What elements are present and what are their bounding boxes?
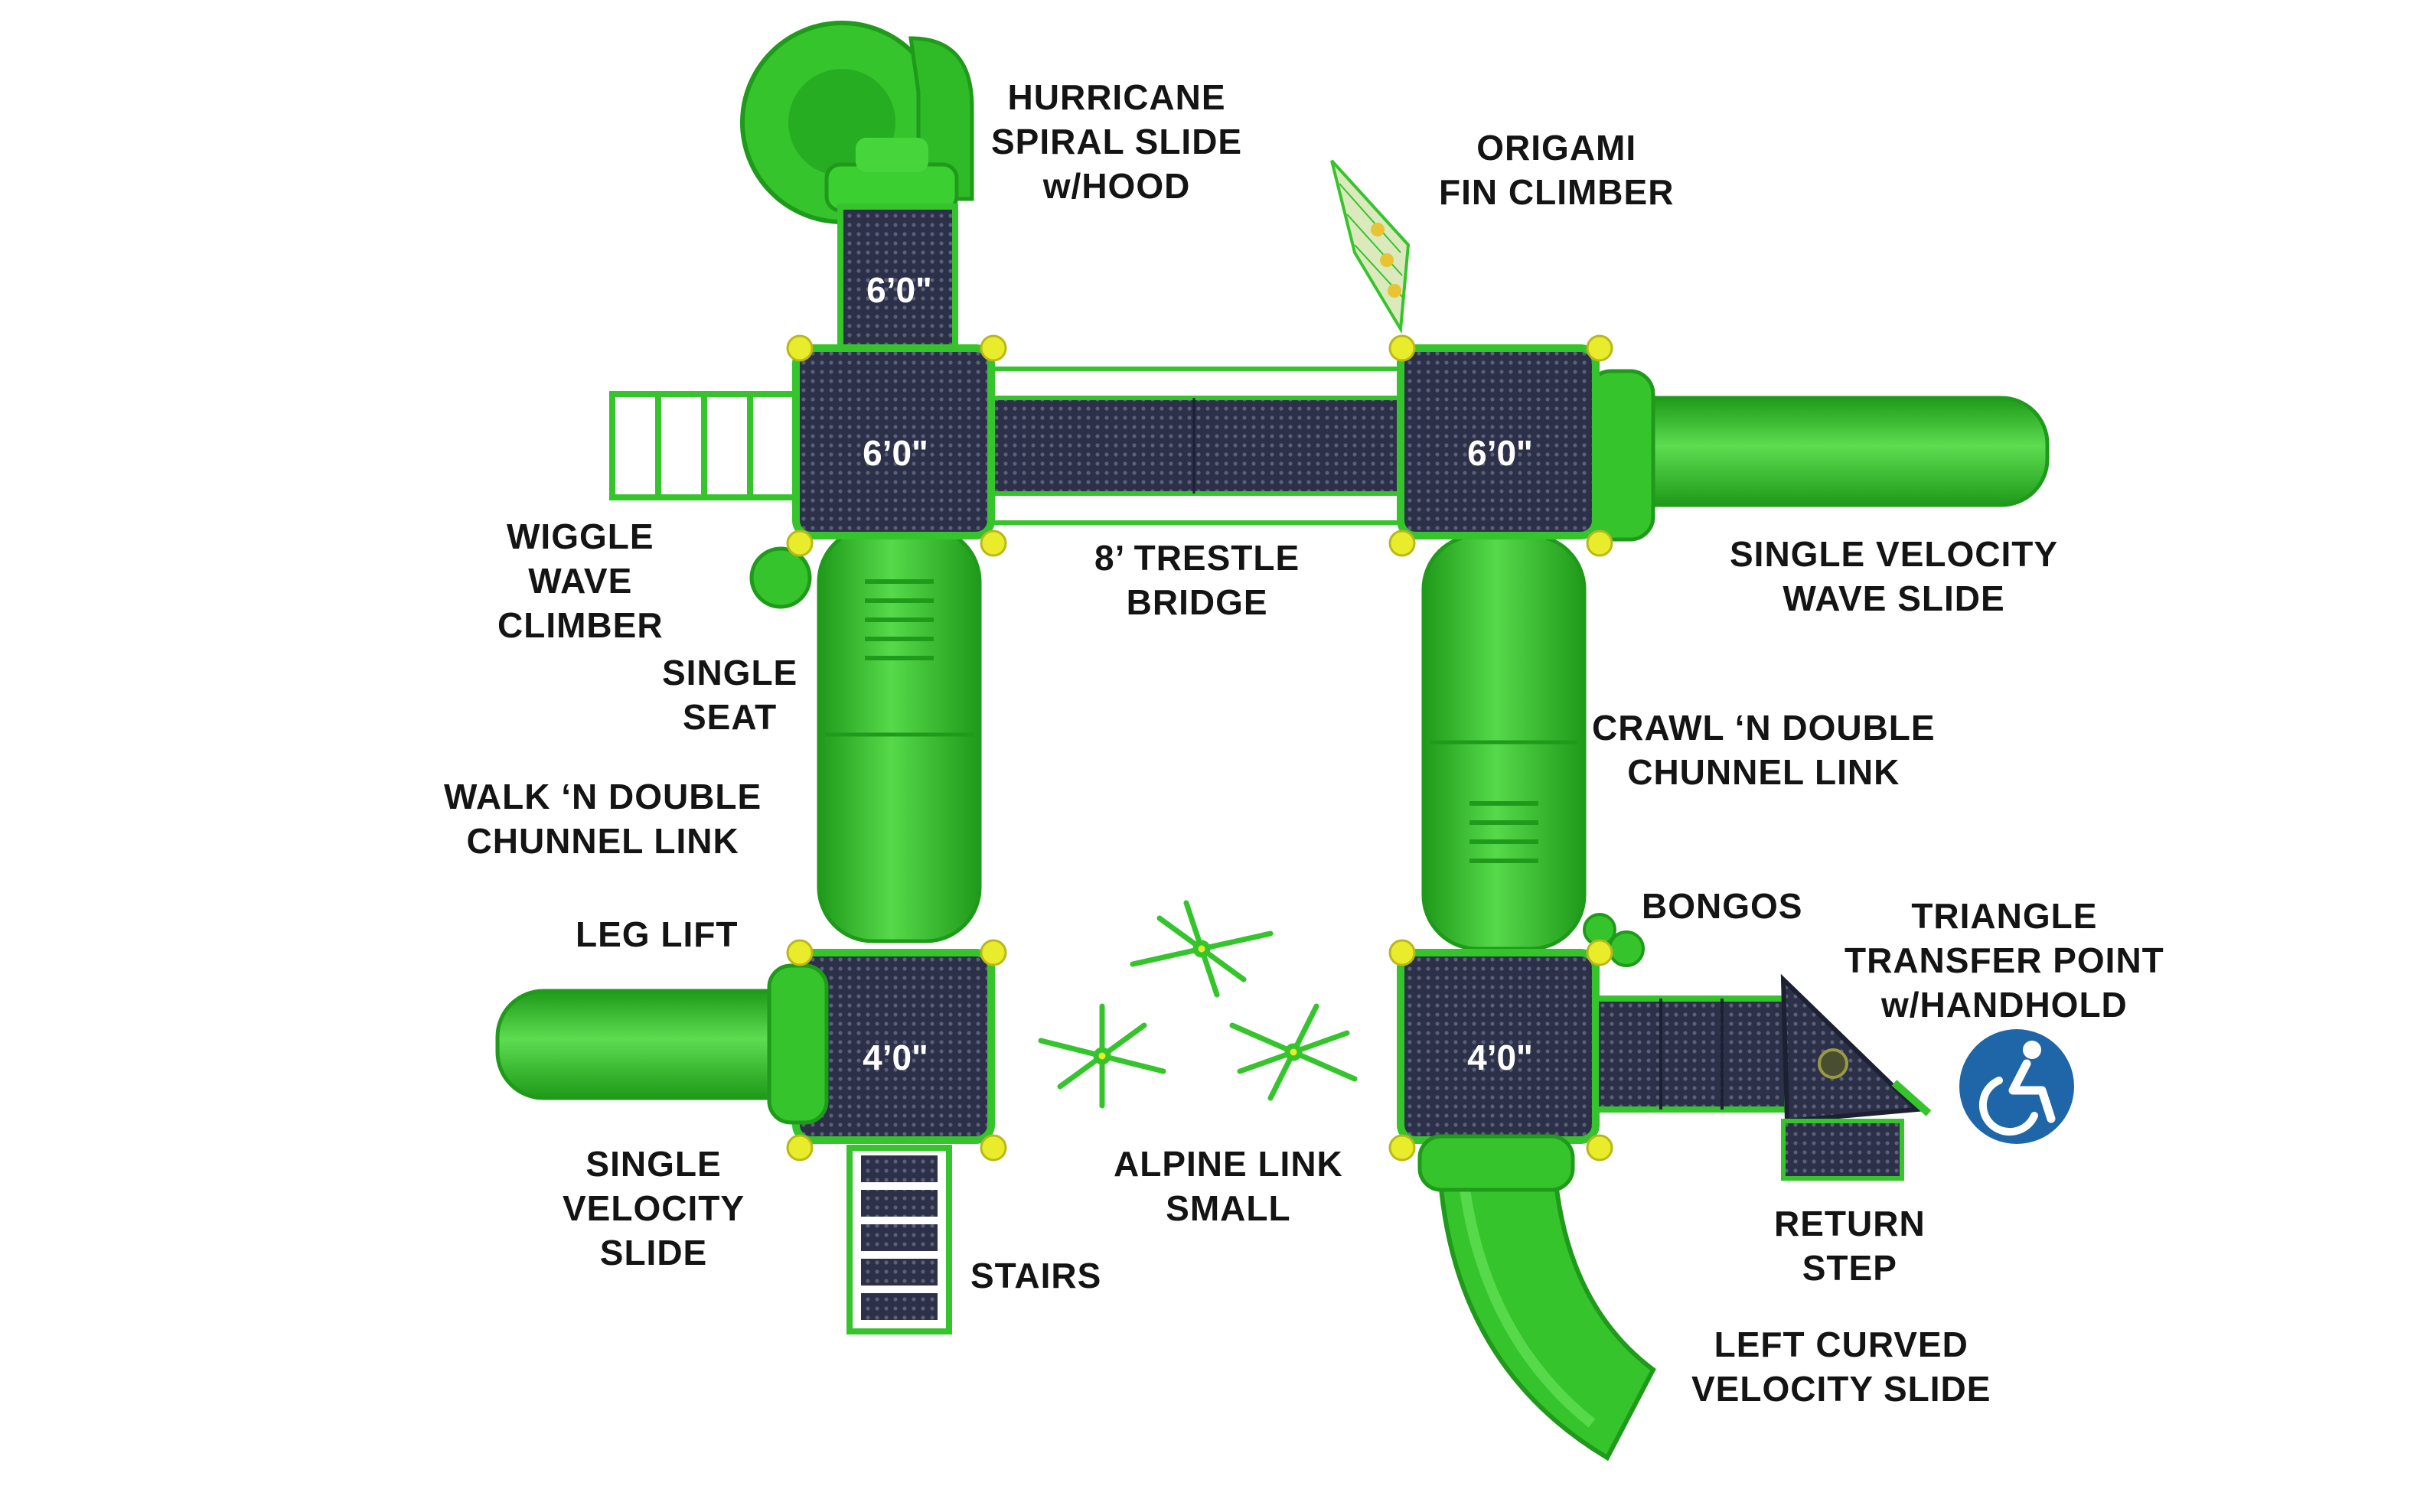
walk-double-chunnel-link xyxy=(817,526,982,943)
wheelchair-accessibility-icon xyxy=(1959,1029,2074,1144)
post-caps xyxy=(786,334,1613,1162)
label-leg-lift: LEG LIFT xyxy=(576,914,739,954)
deck-height-top-left: 6’0" xyxy=(863,433,928,473)
deck-top-left xyxy=(792,344,995,539)
trestle-bridge xyxy=(985,367,1403,525)
return-step xyxy=(1781,1119,1904,1181)
triangle-transfer-point xyxy=(1593,973,1932,1124)
crawl-double-chunnel-link xyxy=(1421,533,1587,951)
origami-fin-climber xyxy=(1330,159,1411,334)
upper-tower-deck xyxy=(837,204,958,359)
wiggle-climber-knob xyxy=(749,546,812,609)
single-velocity-wave-slide xyxy=(1586,369,2050,542)
wiggle-wave-climber xyxy=(609,391,799,500)
hurricane-spiral-slide xyxy=(740,21,974,224)
single-velocity-slide xyxy=(495,963,829,1125)
label-bongos: BONGOS xyxy=(1642,886,1803,926)
deck-height-top-tower: 6’0" xyxy=(866,270,932,310)
label-stairs: STAIRS xyxy=(970,1256,1102,1295)
deck-height-bottom-right: 4’0" xyxy=(1467,1038,1533,1077)
alpine-link-small xyxy=(1038,900,1358,1109)
deck-height-top-right: 6’0" xyxy=(1467,433,1533,473)
deck-height-bottom-left: 4’0" xyxy=(863,1038,928,1077)
stairs xyxy=(846,1145,952,1334)
left-curved-velocity-slide xyxy=(1417,1134,1656,1461)
deck-top-right xyxy=(1397,344,1600,539)
